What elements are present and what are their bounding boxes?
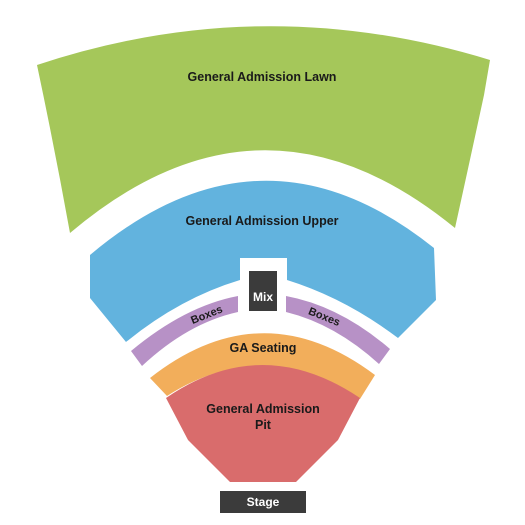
lawn-label: General Admission Lawn	[188, 70, 337, 84]
stage-label: Stage	[247, 495, 280, 509]
section-general-admission-upper[interactable]	[90, 180, 436, 342]
stage	[220, 491, 306, 513]
section-general-admission-lawn[interactable]	[37, 26, 490, 234]
ga-seating-label: GA Seating	[230, 341, 297, 355]
pit-label-line2: Pit	[255, 418, 272, 432]
mix-label: Mix	[253, 290, 273, 304]
upper-label: General Admission Upper	[185, 214, 338, 228]
section-boxes-left[interactable]	[131, 296, 238, 366]
mix-booth[interactable]	[249, 271, 277, 311]
section-general-admission-pit[interactable]	[166, 365, 360, 482]
section-boxes-right[interactable]	[286, 296, 390, 364]
pit-label-line1: General Admission	[206, 402, 319, 416]
